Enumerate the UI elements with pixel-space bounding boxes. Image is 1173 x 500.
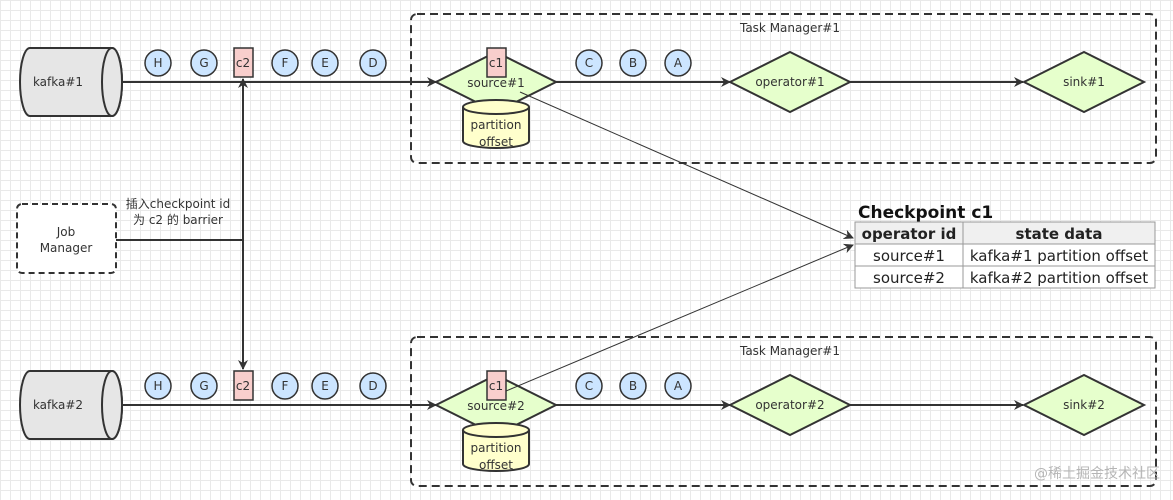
record-E: E bbox=[311, 49, 339, 77]
record-F: F bbox=[271, 49, 299, 77]
state-label: offset bbox=[479, 135, 513, 149]
task-manager-box bbox=[410, 336, 1157, 487]
record-label: C bbox=[585, 379, 593, 393]
table-cell: source#1 bbox=[873, 247, 945, 265]
record-label: A bbox=[674, 56, 683, 70]
record-label: F bbox=[282, 56, 289, 70]
record-label: A bbox=[674, 379, 683, 393]
record-F: F bbox=[271, 372, 299, 400]
checkpoint-title: Checkpoint c1 bbox=[858, 203, 993, 223]
operator-label: operator#1 bbox=[755, 75, 824, 89]
sink-label: sink#1 bbox=[1063, 75, 1105, 89]
record-label: B bbox=[629, 56, 637, 70]
barrier-c2: c2 bbox=[233, 47, 254, 78]
record-E: E bbox=[311, 372, 339, 400]
barrier-c1 bbox=[486, 370, 507, 401]
record-label: E bbox=[321, 379, 329, 393]
table-header: state data bbox=[1016, 225, 1103, 243]
table-header: operator id bbox=[862, 225, 957, 243]
record-label: E bbox=[321, 56, 329, 70]
barrier-label: c1 bbox=[489, 379, 503, 393]
state-label: offset bbox=[479, 458, 513, 472]
source-label: source#2 bbox=[467, 399, 525, 413]
table-cell: kafka#1 partition offset bbox=[970, 247, 1148, 265]
barrier-label: c2 bbox=[236, 379, 250, 393]
sink-node: sink#1 bbox=[1021, 50, 1147, 114]
task-manager-title: Task Manager#1 bbox=[739, 21, 840, 35]
snapshot-arrow-2 bbox=[505, 243, 854, 392]
record-label: H bbox=[153, 56, 162, 70]
state-cylinder: partition offset bbox=[462, 99, 530, 149]
record-label: C bbox=[585, 56, 593, 70]
barrier-label: c1 bbox=[489, 56, 503, 70]
state-label: partition bbox=[471, 441, 522, 455]
table-cell: kafka#2 partition offset bbox=[970, 269, 1148, 287]
record-C: C bbox=[575, 372, 603, 400]
inject-label: 为 c2 的 barrier bbox=[133, 212, 223, 227]
job-manager-label: Job bbox=[56, 225, 76, 239]
job-manager: Job Manager bbox=[16, 203, 117, 274]
record-D: D bbox=[359, 49, 387, 77]
state-label: partition bbox=[471, 118, 522, 132]
inject-label: 插入checkpoint id bbox=[126, 197, 231, 211]
record-G: G bbox=[190, 372, 218, 400]
job-manager-label: Manager bbox=[40, 241, 93, 255]
record-label: D bbox=[368, 379, 377, 393]
record-label: G bbox=[199, 56, 208, 70]
barrier-label: c2 bbox=[236, 56, 250, 70]
record-A: A bbox=[664, 372, 692, 400]
kafka-cylinder: kafka#1 bbox=[19, 47, 123, 117]
record-B: B bbox=[619, 372, 647, 400]
task-manager-box bbox=[410, 13, 1157, 164]
source-operator: c1 source#2 bbox=[433, 370, 559, 437]
task-manager-title: Task Manager#1 bbox=[739, 344, 840, 358]
record-label: B bbox=[629, 379, 637, 393]
snapshot-arrow-1 bbox=[519, 91, 854, 239]
operator-node: operator#1 bbox=[727, 50, 853, 114]
state-cylinder: partition offset bbox=[462, 422, 530, 472]
barrier-c1 bbox=[486, 47, 507, 78]
record-label: F bbox=[282, 379, 289, 393]
table-cell: source#2 bbox=[873, 269, 945, 287]
kafka-cylinder: kafka#2 bbox=[19, 370, 123, 440]
watermark: @稀土掘金技术社区 bbox=[1034, 466, 1160, 482]
record-D: D bbox=[359, 372, 387, 400]
record-C: C bbox=[575, 49, 603, 77]
barrier-c2: c2 bbox=[233, 370, 254, 401]
kafka-label: kafka#2 bbox=[33, 398, 83, 412]
sink-node: sink#2 bbox=[1021, 373, 1147, 437]
record-A: A bbox=[664, 49, 692, 77]
operator-node: operator#2 bbox=[727, 373, 853, 437]
record-H: H bbox=[144, 372, 172, 400]
sink-label: sink#2 bbox=[1063, 398, 1105, 412]
pipeline-1: Task Manager#1 kafka#1 H G c2 F E D c1 s… bbox=[19, 13, 1157, 164]
record-H: H bbox=[144, 49, 172, 77]
record-B: B bbox=[619, 49, 647, 77]
record-label: D bbox=[368, 56, 377, 70]
pipeline-2: Task Manager#1 kafka#2 H G c2 F E D c1 s… bbox=[19, 336, 1157, 487]
source-label: source#1 bbox=[467, 76, 525, 90]
operator-label: operator#2 bbox=[755, 398, 824, 412]
record-label: H bbox=[153, 379, 162, 393]
record-G: G bbox=[190, 49, 218, 77]
record-label: G bbox=[199, 379, 208, 393]
checkpoint-table: Checkpoint c1 operator id state data sou… bbox=[854, 203, 1156, 289]
kafka-label: kafka#1 bbox=[33, 75, 83, 89]
